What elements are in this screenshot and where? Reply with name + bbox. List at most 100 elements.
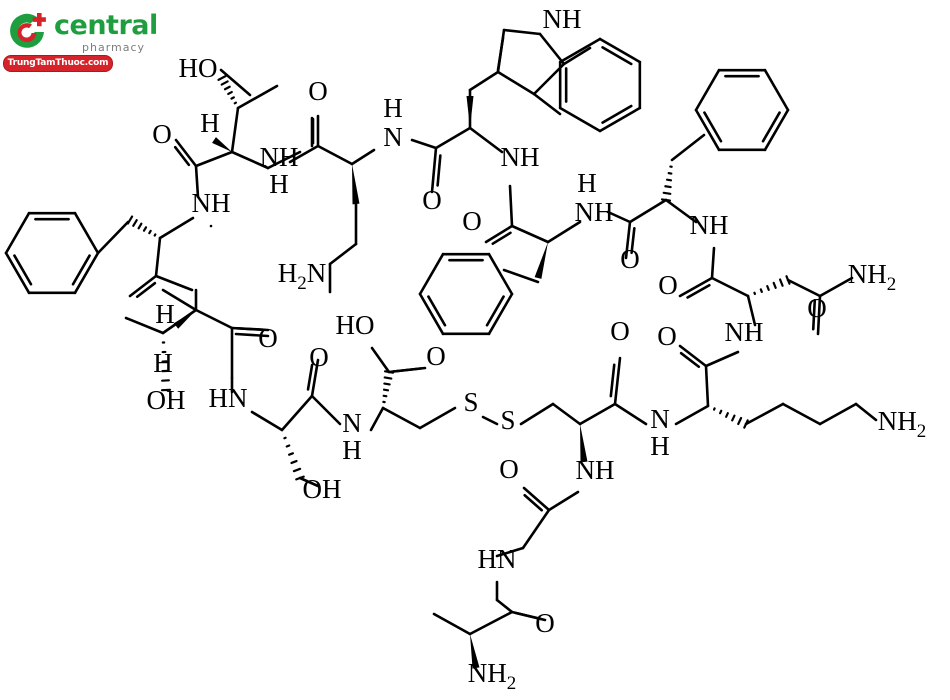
bond <box>381 406 422 430</box>
bond <box>551 402 582 426</box>
bond <box>392 367 422 373</box>
bond <box>418 292 445 336</box>
atom-label: O <box>422 185 442 215</box>
atom-label: HO <box>179 53 218 83</box>
bond <box>818 276 854 298</box>
bond <box>485 295 505 327</box>
atom-label: H <box>269 169 289 199</box>
hash-bond <box>662 191 672 195</box>
bond <box>194 150 234 168</box>
bond <box>578 402 617 426</box>
bond <box>613 356 622 406</box>
bond <box>508 184 514 228</box>
atom-label: NH <box>543 4 582 34</box>
atom-label: NH <box>690 210 729 240</box>
atom-label: NH <box>501 142 540 172</box>
atom-label: H2N <box>278 258 327 294</box>
bond <box>96 220 130 255</box>
bond <box>601 46 633 66</box>
hash-bond <box>383 382 391 386</box>
wedge-bond <box>534 242 548 279</box>
bond <box>158 216 195 240</box>
atom-label: O <box>462 206 482 236</box>
bond <box>230 106 240 154</box>
bond <box>487 252 514 296</box>
bond <box>310 394 342 426</box>
hash-bond <box>137 222 143 230</box>
bond <box>761 111 781 143</box>
atom-label: HO <box>336 310 375 340</box>
bond <box>219 68 252 97</box>
atom-label: S <box>500 405 515 435</box>
bond <box>547 490 580 512</box>
bond <box>763 68 790 112</box>
atom-label: OH <box>147 385 186 415</box>
wedge-bond <box>212 137 232 152</box>
bond <box>703 111 723 143</box>
atom-label: OH <box>303 474 342 504</box>
bond <box>495 546 525 558</box>
bond <box>432 612 472 636</box>
bond <box>811 298 817 331</box>
wedge-bond <box>580 424 588 463</box>
atom-label: O <box>308 76 328 106</box>
bond <box>558 37 602 64</box>
hash-bond <box>126 215 134 225</box>
bond <box>624 220 632 260</box>
bond <box>558 106 602 133</box>
bond <box>410 138 438 150</box>
atom-label: H <box>200 108 220 138</box>
bond <box>510 224 550 244</box>
atom-label: NH2 <box>878 406 927 442</box>
bond <box>71 254 91 286</box>
atom-label: N <box>650 404 670 434</box>
bond <box>495 598 514 614</box>
bond <box>124 316 165 335</box>
site-banner: TrungTamThuoc.com <box>3 55 113 72</box>
bond <box>613 402 648 426</box>
bond <box>678 276 714 298</box>
atom-label: S <box>463 387 478 417</box>
bond <box>674 404 710 426</box>
bond <box>370 346 391 374</box>
bond <box>523 493 543 512</box>
bond <box>288 144 320 164</box>
atom-label: H <box>383 93 403 123</box>
bond <box>854 402 878 422</box>
bond <box>4 251 31 295</box>
hash-bond <box>743 419 749 429</box>
central-pharmacy-logo-icon <box>10 13 46 48</box>
bond <box>598 106 642 133</box>
bond <box>174 138 198 168</box>
bond <box>786 278 822 298</box>
hash-bond <box>665 178 673 182</box>
bond <box>484 224 514 244</box>
bond <box>502 28 542 36</box>
bond <box>310 358 320 398</box>
bond <box>316 144 354 166</box>
bond <box>670 133 706 162</box>
hash-bond <box>288 452 294 456</box>
bond <box>746 294 757 327</box>
bond <box>519 402 555 426</box>
hash-bond <box>725 412 729 418</box>
hash-bond <box>285 444 291 448</box>
bond <box>298 476 320 488</box>
brand-subtitle: pharmacy <box>82 41 146 54</box>
bond <box>154 236 162 278</box>
bond <box>468 70 500 92</box>
bond <box>430 146 438 194</box>
hash-bond <box>223 85 231 91</box>
atom-label: H <box>155 299 175 329</box>
bond <box>502 268 540 284</box>
bond <box>487 292 514 336</box>
bond <box>562 46 592 66</box>
bond <box>686 283 711 299</box>
bond <box>694 68 721 112</box>
atom-label: NH <box>576 455 615 485</box>
bond <box>280 394 314 432</box>
bond <box>630 227 636 255</box>
hash-bond <box>778 278 784 287</box>
bond <box>546 220 582 244</box>
